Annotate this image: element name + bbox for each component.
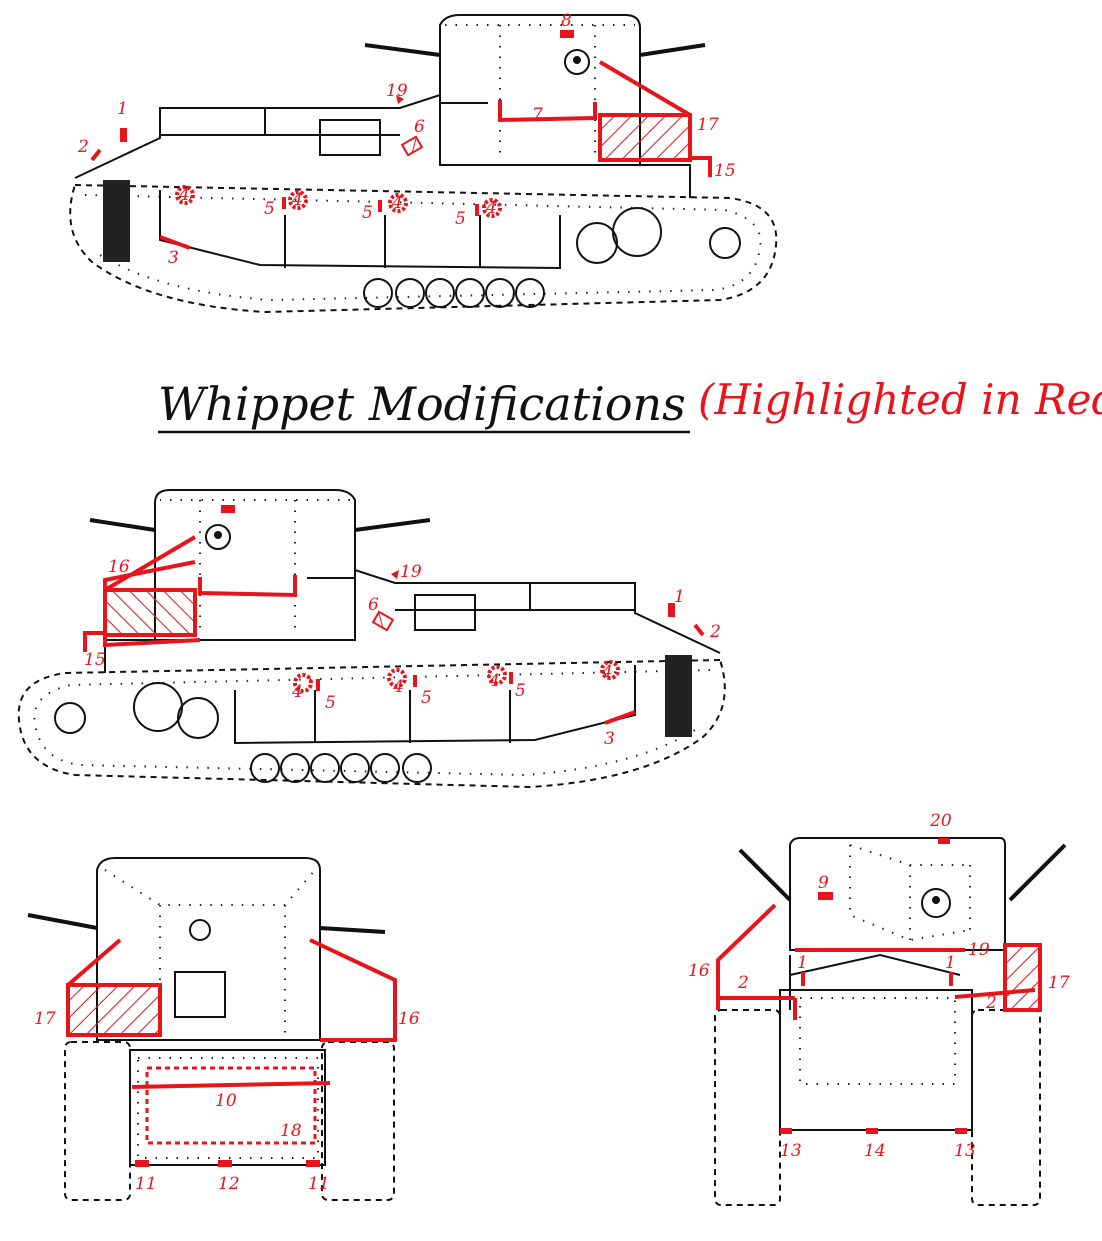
- label: 5: [515, 681, 526, 701]
- label: 20: [929, 811, 952, 831]
- label: 4: [488, 671, 500, 691]
- marker-labels: 16 15 6 19 1 2 3 4 4 4 4 5 5 5: [84, 557, 721, 749]
- label: 16: [688, 961, 710, 981]
- marker-labels: 20 9 16 2 1 1 19 2 17 13 14 13: [688, 811, 1070, 1161]
- label: 6: [414, 117, 425, 137]
- label: 4: [291, 682, 303, 702]
- label: 4: [391, 193, 403, 213]
- title-block: Whippet Modifications (Highlighted in Re…: [158, 375, 1102, 434]
- label: 8: [561, 11, 572, 31]
- label: 4: [485, 198, 497, 218]
- label: 11: [135, 1174, 157, 1194]
- highlight-16: [103, 560, 201, 648]
- label: 5: [264, 199, 275, 219]
- label: 13: [954, 1141, 976, 1161]
- label: 15: [714, 161, 736, 181]
- label: 3: [168, 248, 179, 268]
- label: 17: [1048, 973, 1070, 993]
- front-view: 20 9 16 2 1 1 19 2 17 13 14 13: [688, 811, 1070, 1206]
- label: 15: [84, 650, 106, 670]
- label: 12: [218, 1174, 240, 1194]
- label: 10: [215, 1091, 237, 1111]
- label: 13: [780, 1141, 802, 1161]
- label: 17: [34, 1009, 56, 1029]
- label: 16: [108, 557, 130, 577]
- label: 7: [532, 105, 543, 125]
- label: 1: [674, 587, 685, 607]
- label: 14: [864, 1141, 886, 1161]
- label: 5: [362, 203, 373, 223]
- side-view-top: 1 2 3 4 4 4 4 5 5 5 6 7 8 15 17 19: [68, 11, 779, 314]
- label: 4: [291, 190, 303, 210]
- label: 17: [697, 115, 719, 135]
- rear-view: 17 16 10 18 11 12 11: [27, 857, 420, 1201]
- label: 1: [117, 99, 128, 119]
- label: 4: [178, 185, 190, 205]
- subtitle: (Highlighted in Red: [698, 375, 1102, 424]
- label: 5: [455, 209, 466, 229]
- label: 5: [325, 693, 336, 713]
- label: 5: [421, 688, 432, 708]
- side-view-middle: 16 15 6 19 1 2 3 4 4 4 4 5 5 5: [16, 488, 727, 789]
- label: 19: [968, 940, 990, 960]
- label: 4: [601, 662, 613, 682]
- tank-drawing: [16, 488, 727, 789]
- label: 1: [797, 953, 808, 973]
- label: 3: [604, 729, 615, 749]
- label: 16: [398, 1009, 420, 1029]
- marker-labels: 1 2 3 4 4 4 4 5 5 5 6 7 8 15 17 19: [77, 11, 736, 268]
- label: 2: [985, 993, 997, 1013]
- label: 6: [368, 595, 379, 615]
- title: Whippet Modifications: [158, 377, 686, 431]
- label: 19: [386, 81, 408, 101]
- label: 19: [400, 562, 422, 582]
- label: 2: [77, 137, 89, 157]
- label: 2: [737, 973, 749, 993]
- label: 18: [280, 1121, 302, 1141]
- label: 4: [392, 677, 404, 697]
- marker-labels: 17 16 10 18 11 12 11: [34, 1009, 420, 1194]
- label: 9: [818, 873, 829, 893]
- label: 1: [945, 953, 956, 973]
- label: 2: [709, 622, 721, 642]
- label: 11: [308, 1174, 330, 1194]
